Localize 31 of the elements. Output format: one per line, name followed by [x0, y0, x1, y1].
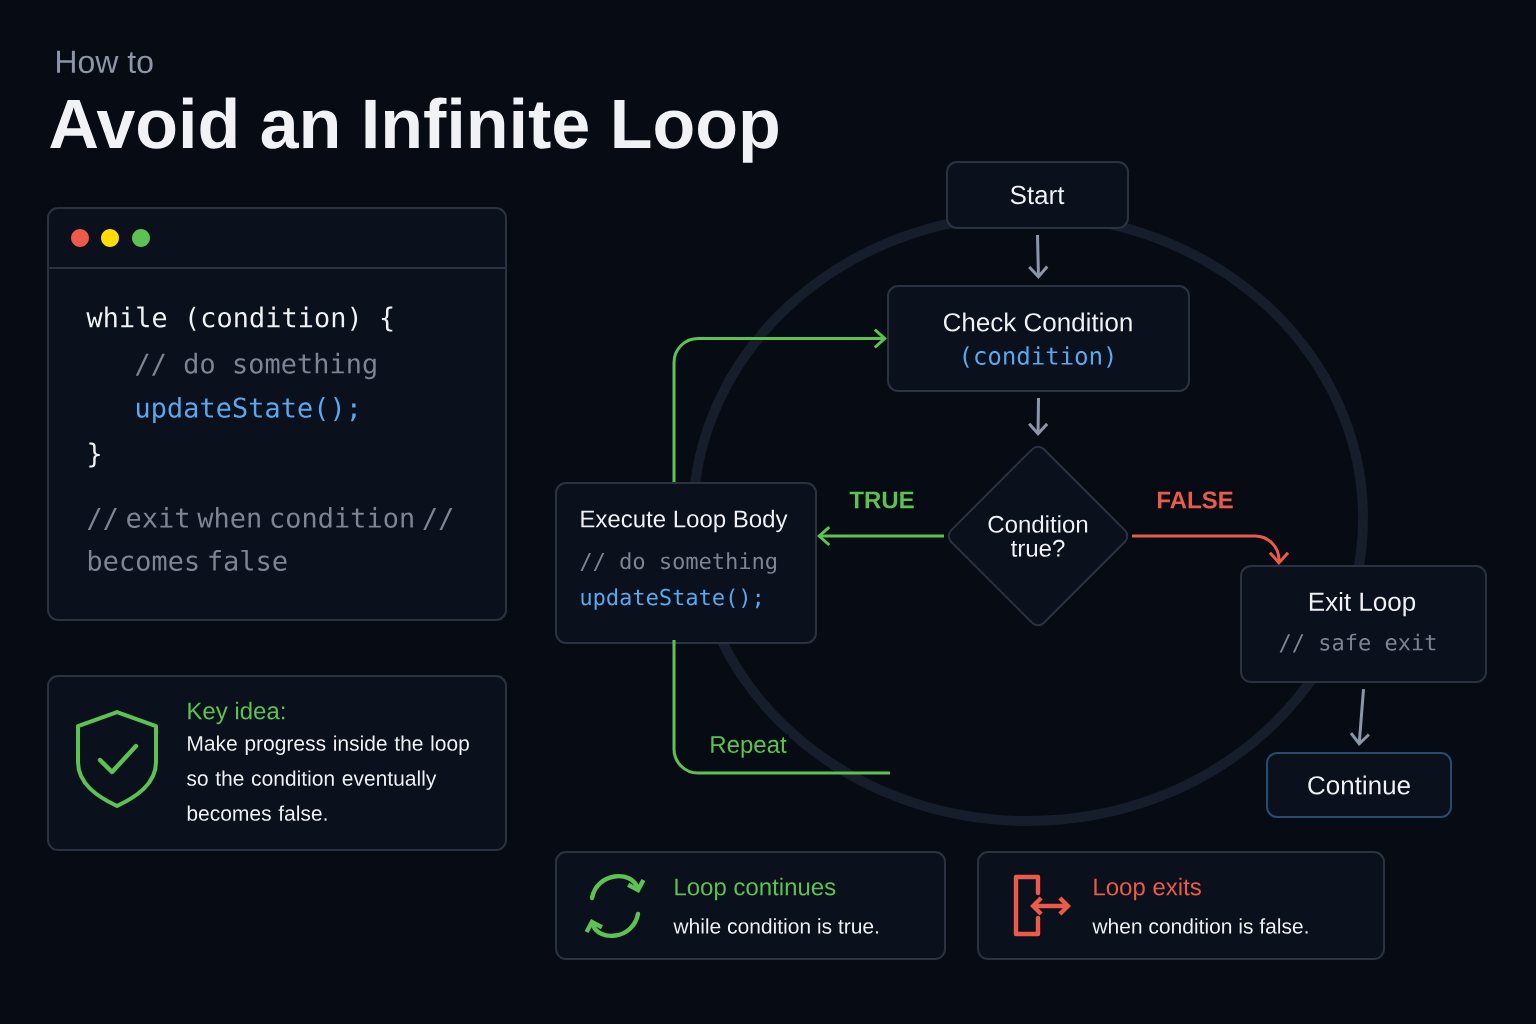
edge-label: TRUE [847, 489, 917, 511]
arrow [1028, 234, 1049, 279]
process-box: Check Condition (condition) [887, 285, 1190, 392]
info-card [555, 851, 946, 960]
code-line: updateState(); [137, 396, 356, 424]
card-heading: Key idea: [188, 701, 285, 725]
code-line: // exit when condition // becomes false [87, 507, 453, 571]
process-box: Start [946, 161, 1129, 229]
card-text: Make progress inside the loop so the condition eventually becomes false. [187, 735, 469, 821]
process-box: Continue [1266, 752, 1452, 818]
arrow [1028, 398, 1049, 436]
card-heading: Loop exits [1094, 877, 1201, 901]
info-card [977, 851, 1385, 960]
info-card [47, 675, 507, 851]
code-line: while (condition) { [86, 306, 393, 332]
card-text: when condition is false. [1092, 918, 1308, 934]
title: Avoid an Infinite Loop [50, 97, 778, 163]
card-text: while condition is true. [673, 918, 879, 934]
arrow [672, 328, 887, 482]
process-box: Execute Loop Body // do something updateState(); [555, 482, 817, 644]
edge-label: FALSE [1154, 489, 1236, 511]
card-heading: Loop continues [675, 877, 836, 901]
arrow [1132, 534, 1290, 565]
arrow [817, 525, 944, 547]
process-box: Exit Loop // safe exit [1240, 565, 1487, 683]
code-line: // do something [135, 352, 376, 380]
subtitle: How to [57, 50, 153, 74]
edge-label: Repeat [707, 734, 789, 760]
arrow [1349, 688, 1370, 746]
code-line: } [89, 442, 100, 468]
code-window [47, 207, 507, 621]
